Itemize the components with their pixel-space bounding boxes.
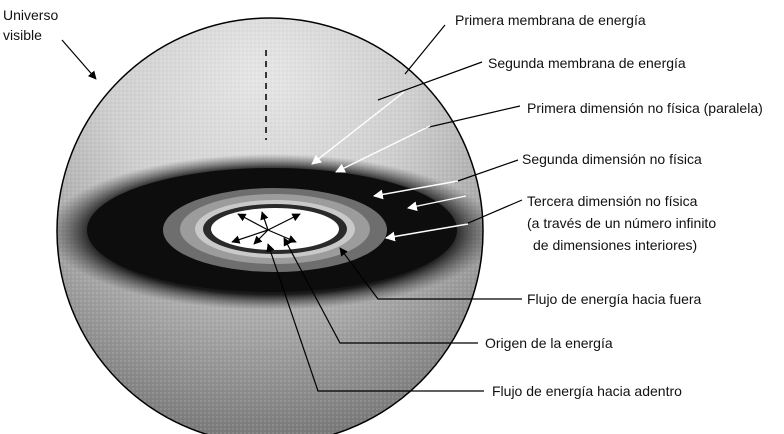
pointer-segunda-dimension-2: [407, 195, 467, 212]
label-primera-membrana: Primera membrana de energía: [455, 12, 646, 28]
label-primera-dimension: Primera dimensión no física (paralela): [527, 100, 763, 116]
pointer-origen: [283, 237, 478, 344]
label-universo-line1: Universo: [3, 7, 58, 23]
pointer-segunda-dimension: [373, 159, 519, 200]
pointer-segunda-membrana: [311, 61, 483, 165]
pointer-primera-dimension: [335, 105, 521, 173]
sphere-outline: [56, 17, 484, 434]
label-tercera-line3: de dimensiones interiores): [533, 237, 697, 253]
core-flow-arrows: [231, 211, 301, 245]
label-flujo-fuera: Flujo de energía hacia fuera: [527, 291, 702, 307]
label-origen: Origen de la energía: [485, 335, 613, 351]
label-universo-line2: visible: [3, 27, 42, 43]
energy-core: [211, 208, 339, 250]
pointer-flujo-adentro: [266, 243, 484, 392]
pointer-primera-membrana: [404, 24, 446, 75]
pointer-flujo-fuera: [339, 247, 522, 300]
pointer-universo-visible: [61, 39, 97, 80]
label-flujo-adentro: Flujo de energía hacia adentro: [492, 383, 682, 399]
pointer-tercera-dimension: [385, 199, 523, 242]
label-tercera-line1: Tercera dimensión no física: [527, 193, 698, 209]
label-segunda-membrana: Segunda membrana de energía: [488, 55, 686, 71]
label-segunda-dimension: Segunda dimensión no física: [522, 151, 702, 167]
label-tercera-line2: (a través de un número infinito: [527, 215, 716, 231]
